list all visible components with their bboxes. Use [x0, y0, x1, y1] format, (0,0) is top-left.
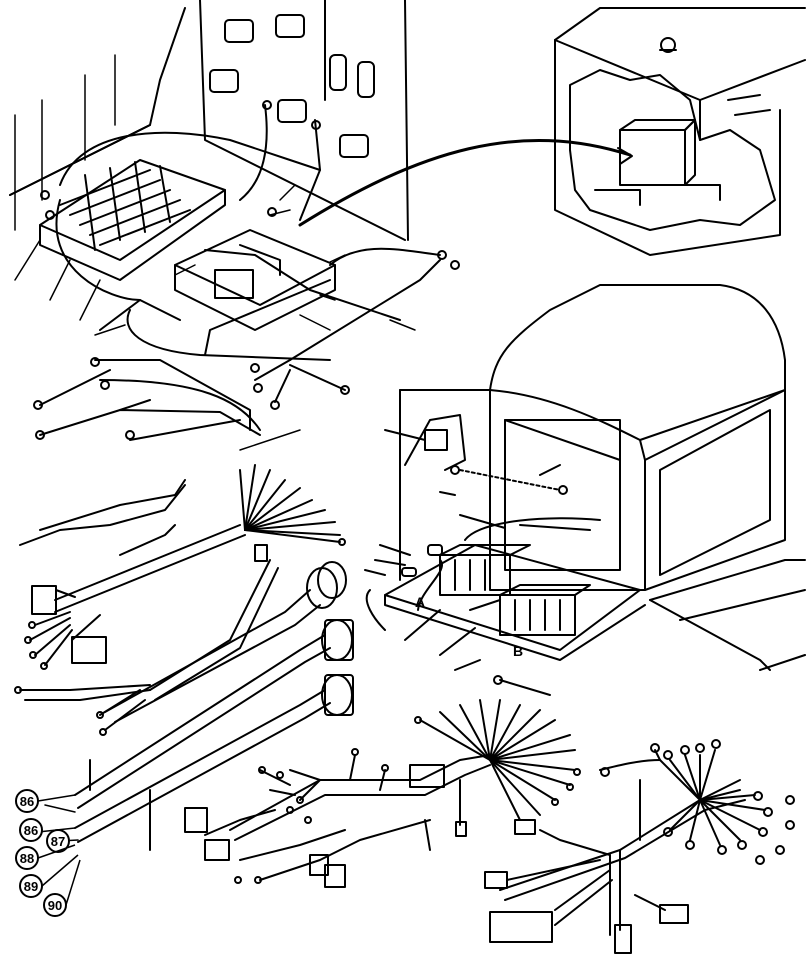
label-b: B	[513, 643, 523, 659]
callout-2: 86	[19, 818, 43, 842]
callout-6: 90	[43, 893, 67, 917]
leader-lines-upper	[14, 54, 416, 451]
callout-1-number: 86	[20, 794, 34, 809]
callout-4-number: 88	[20, 851, 34, 866]
cab-electrical-box	[365, 517, 646, 661]
ring-terminals	[33, 190, 460, 440]
callout-2-number: 86	[24, 823, 38, 838]
round-connector-cable-1	[14, 544, 347, 736]
relay-bracket	[174, 229, 336, 356]
cabinet-inset	[554, 7, 806, 256]
right-lower-fan	[414, 699, 581, 821]
center-lower-harness	[184, 748, 491, 888]
callout-1: 86	[15, 789, 39, 813]
callout-5: 89	[19, 874, 43, 898]
callout-3: 87	[46, 829, 70, 853]
connecting-arrow	[298, 139, 633, 227]
middle-harness	[19, 464, 346, 670]
round-connector-cable-3	[74, 674, 354, 851]
callout-3-number: 87	[51, 834, 65, 849]
relay-panel-box	[9, 0, 409, 241]
round-connector-cable-2	[74, 619, 354, 809]
label-a: A	[415, 594, 425, 610]
fuse-block	[39, 159, 226, 281]
operator-cab	[399, 284, 806, 671]
callout-6-number: 90	[48, 898, 62, 913]
callout-4: 88	[15, 846, 39, 870]
bottom-right-harness	[484, 739, 795, 954]
upper-harness	[39, 104, 441, 441]
callout-leaders-lower	[37, 844, 81, 906]
callout-5-number: 89	[24, 879, 38, 894]
cab-switch-assembly	[364, 414, 591, 696]
